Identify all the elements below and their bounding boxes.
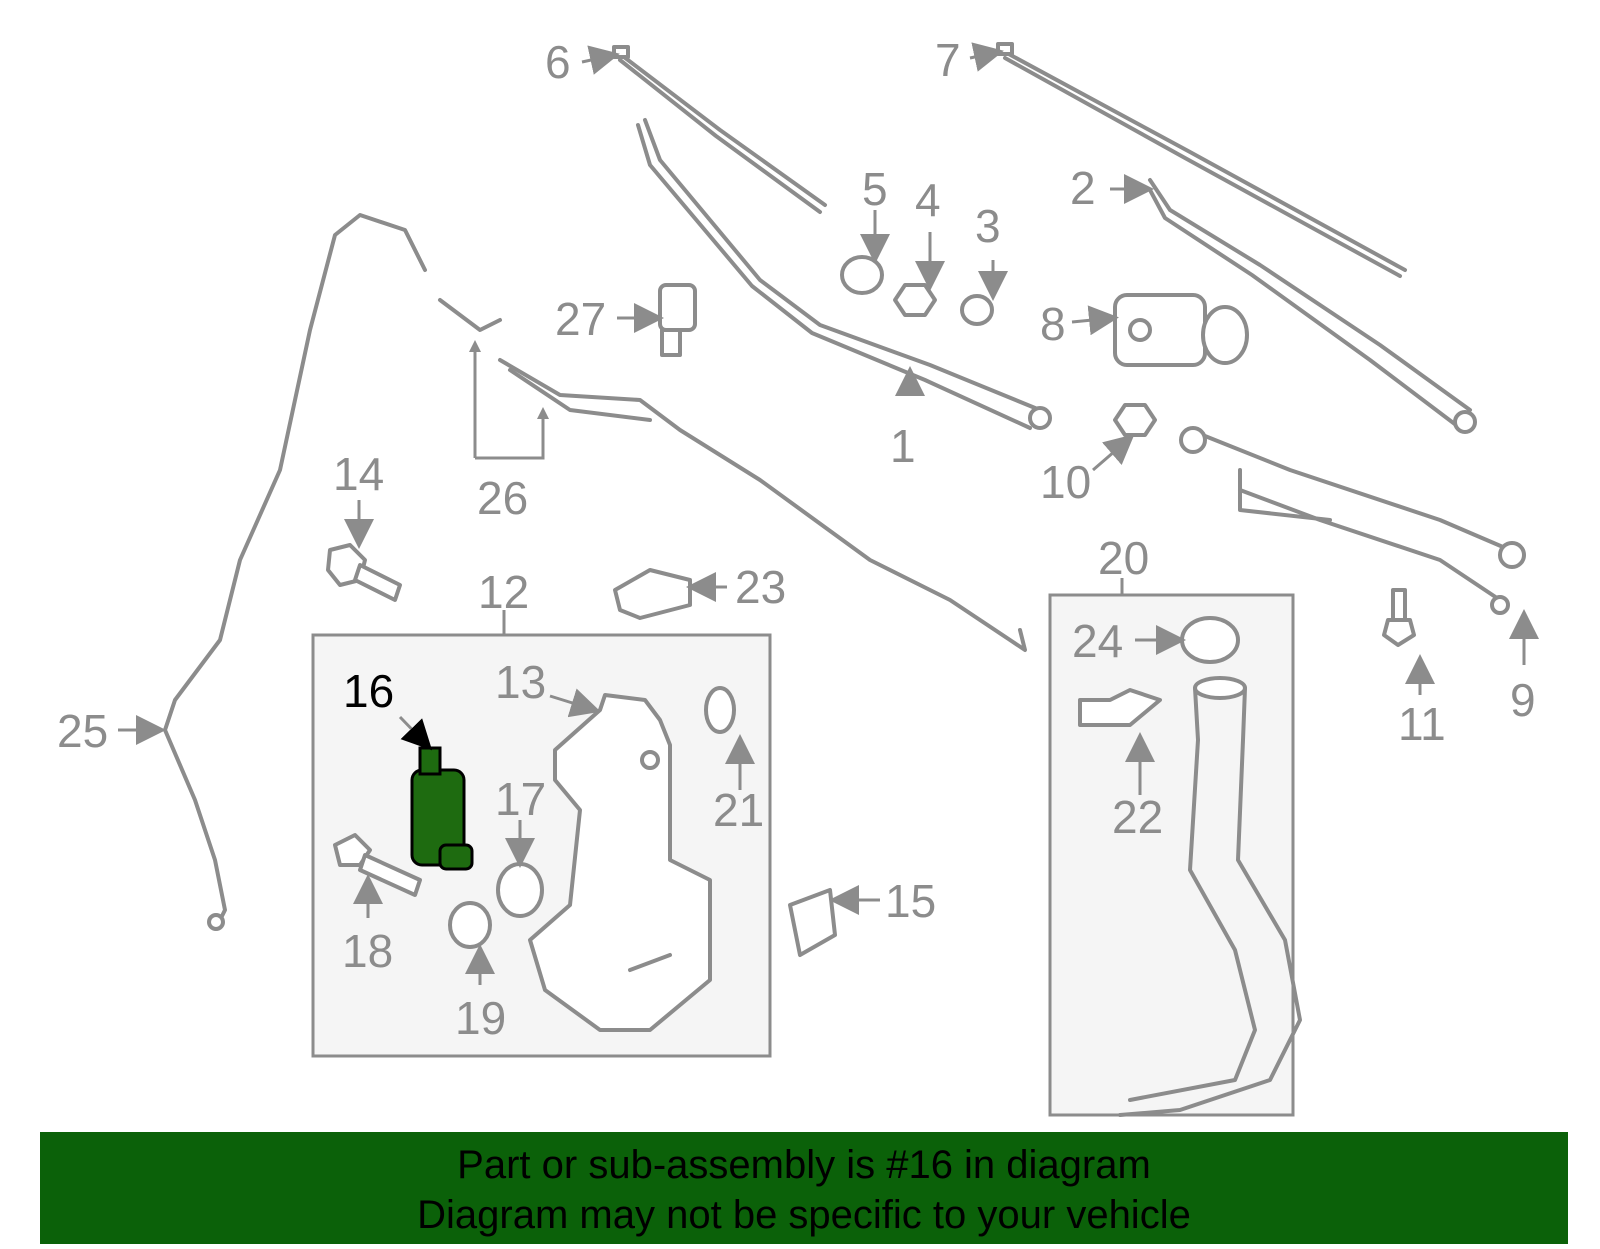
bracket — [613, 568, 692, 620]
callout-12: 12 — [478, 566, 529, 618]
callout-24: 24 — [1072, 615, 1123, 667]
linkage-bolt — [1113, 403, 1157, 437]
banner-line-1: Part or sub-assembly is #16 in diagram — [457, 1143, 1151, 1187]
callout-15: 15 — [885, 875, 936, 927]
callout-21: 21 — [713, 784, 764, 836]
callout-18: 18 — [342, 925, 393, 977]
pivot-washer — [960, 294, 994, 326]
wiper-blade-left — [612, 45, 827, 214]
callout-19: 19 — [455, 992, 506, 1044]
mounting-bolt — [1382, 588, 1416, 647]
callout-5: 5 — [862, 163, 888, 215]
reservoir-grommet — [448, 901, 492, 949]
filler-seal — [704, 686, 736, 734]
callout-20: 20 — [1098, 532, 1149, 584]
callout-1: 1 — [890, 420, 916, 472]
callout-13: 13 — [495, 656, 546, 708]
filler-cap — [1180, 616, 1240, 664]
callout-27: 27 — [555, 293, 606, 345]
filler-neck-assembly-box — [1048, 593, 1295, 1117]
callout-11: 11 — [1398, 698, 1446, 750]
callout-10: 10 — [1040, 456, 1091, 508]
pivot-cap — [840, 255, 884, 295]
filler-neck-clip — [1078, 688, 1162, 727]
callout-9: 9 — [1510, 674, 1536, 726]
callout-23: 23 — [735, 561, 786, 613]
callout-8: 8 — [1040, 298, 1066, 350]
washer-sensor — [658, 283, 697, 357]
callout-26: 26 — [477, 472, 528, 524]
filler-neck — [1118, 676, 1302, 1117]
washer-pump — [410, 746, 474, 871]
wiper-arm-left — [636, 118, 1052, 430]
callout-25: 25 — [57, 705, 108, 757]
pivot-nut — [893, 283, 937, 317]
pump-grommet — [496, 862, 544, 918]
info-banner: Part or sub-assembly is #16 in diagram D… — [40, 1132, 1568, 1244]
callout-4: 4 — [915, 174, 941, 226]
banner-line-2: Diagram may not be specific to your vehi… — [417, 1193, 1191, 1237]
wiper-linkage — [1179, 426, 1526, 615]
retaining-clip — [788, 888, 837, 957]
callout-14: 14 — [333, 448, 384, 500]
reservoir-bolt — [326, 543, 402, 602]
washer-hose-nozzle — [438, 298, 502, 332]
callout-3: 3 — [975, 200, 1001, 252]
washer-hose-main — [163, 213, 427, 922]
level-sensor — [333, 833, 422, 897]
callout-17: 17 — [495, 773, 546, 825]
callout-2: 2 — [1070, 162, 1096, 214]
callout-7: 7 — [935, 34, 961, 86]
callout-16: 16 — [343, 665, 394, 717]
washer-reservoir — [528, 693, 712, 1032]
callout-6: 6 — [545, 36, 571, 88]
callout-22: 22 — [1112, 791, 1163, 843]
wiper-arm-right — [1148, 178, 1477, 434]
wiper-motor — [1113, 293, 1249, 367]
